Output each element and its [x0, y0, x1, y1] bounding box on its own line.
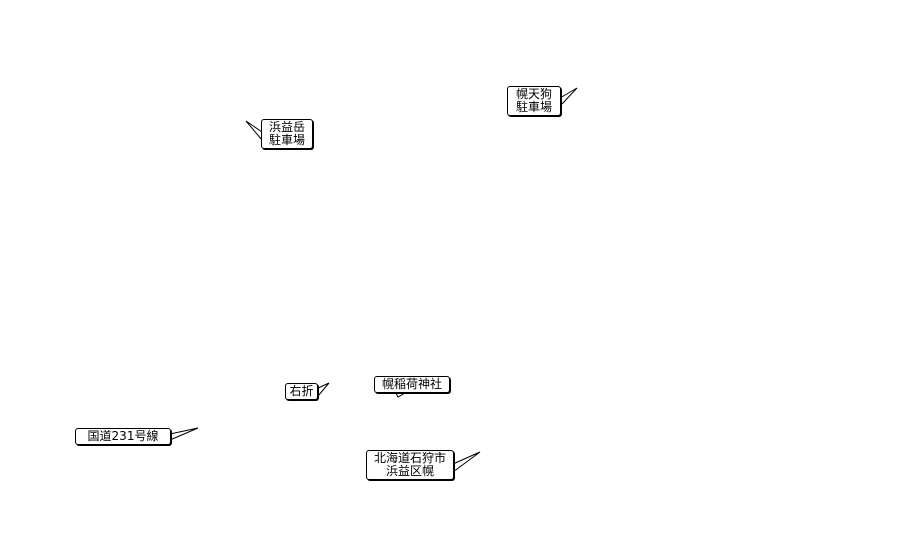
label-address-line2: 浜益区幌 [385, 464, 434, 478]
label-route-231-text: 国道231号線 [87, 429, 159, 443]
label-address-line1: 北海道石狩市 [373, 451, 446, 465]
leader-horo-inari-shrine [395, 392, 406, 398]
label-route-231[interactable]: 国道231号線 [75, 428, 171, 445]
leader-hamamasudake-parking [245, 120, 263, 141]
label-hamamasudake-parking[interactable]: 浜益岳 駐車場 [261, 119, 313, 149]
label-hamamasudake-parking-line1: 浜益岳 [268, 120, 305, 134]
label-hamamasudake-parking-line2: 駐車場 [268, 133, 305, 147]
leader-route-231 [169, 427, 199, 441]
leader-turn-right [315, 382, 330, 397]
label-horo-inari-shrine[interactable]: 幌稲荷神社 [374, 376, 450, 393]
label-turn-right-text: 右折 [289, 384, 314, 398]
label-turn-right[interactable]: 右折 [285, 383, 318, 400]
label-horotengu-parking-line1: 幌天狗 [515, 87, 552, 101]
leader-address [452, 451, 481, 473]
label-horotengu-parking[interactable]: 幌天狗 駐車場 [507, 86, 561, 116]
label-horo-inari-shrine-text: 幌稲荷神社 [381, 377, 442, 391]
label-address[interactable]: 北海道石狩市 浜益区幌 [366, 450, 454, 480]
leader-horotengu-parking [559, 87, 578, 105]
label-horotengu-parking-line2: 駐車場 [515, 100, 552, 114]
